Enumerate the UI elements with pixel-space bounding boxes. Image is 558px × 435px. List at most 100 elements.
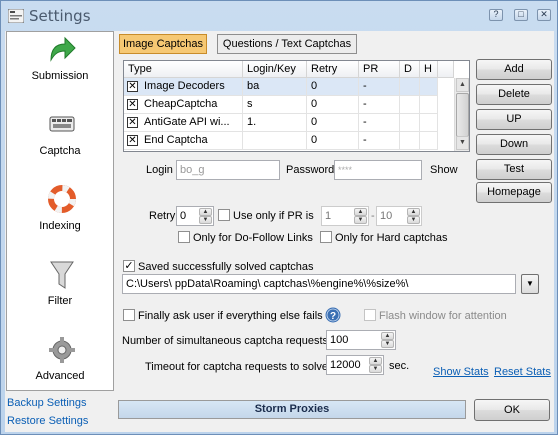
maximize-button[interactable]: □	[514, 9, 528, 21]
table-row[interactable]: ✕AntiGate API wi... 1. 0 -	[124, 114, 453, 132]
column-header-type[interactable]: Type	[124, 61, 243, 78]
status-progress-bar: Storm Proxies	[118, 400, 466, 419]
scroll-down-icon[interactable]: ▼	[456, 136, 469, 150]
add-button[interactable]: Add	[476, 59, 552, 80]
down-button[interactable]: Down	[476, 134, 552, 155]
sidebar-item-advanced[interactable]: Advanced	[7, 332, 113, 404]
homepage-button[interactable]: Homepage	[476, 182, 552, 203]
finally-ask-checkbox[interactable]	[123, 309, 135, 321]
row-pr: -	[359, 132, 400, 150]
sidebar-item-submission[interactable]: Submission	[7, 32, 113, 104]
simultaneous-value: 100	[330, 334, 349, 346]
use-only-pr-checkbox[interactable]	[218, 209, 230, 221]
column-header-filler	[438, 61, 454, 78]
sidebar-item-filter[interactable]: Filter	[7, 257, 113, 329]
saved-captchas-checkbox[interactable]: ✓	[123, 260, 135, 272]
window-title: Settings	[29, 7, 91, 25]
sidebar-item-captcha[interactable]: Captcha	[7, 107, 113, 179]
row-enabled-checkbox[interactable]: ✕	[127, 117, 138, 128]
client-area: Submission Captcha Indexing	[5, 31, 554, 432]
timeout-spinbox[interactable]: 12000 ▲▼	[326, 355, 384, 375]
chevron-down-icon[interactable]: ▼	[199, 216, 212, 224]
retry-value: 0	[180, 210, 187, 222]
row-login: s	[243, 96, 307, 114]
chevron-up-icon[interactable]: ▲	[381, 332, 394, 340]
scroll-thumb[interactable]	[456, 93, 469, 137]
show-stats-link[interactable]: Show Stats	[433, 366, 489, 378]
column-header-pr[interactable]: PR	[359, 61, 400, 78]
row-enabled-checkbox[interactable]: ✕	[127, 135, 138, 146]
chevron-up-icon[interactable]: ▲	[407, 208, 420, 216]
column-header-h[interactable]: H	[420, 61, 438, 78]
dofollow-checkbox[interactable]	[178, 231, 190, 243]
chevron-down-icon[interactable]: ▼	[354, 216, 367, 224]
backup-settings-link[interactable]: Backup Settings	[7, 397, 87, 409]
flash-window-checkbox[interactable]	[364, 309, 376, 321]
reset-stats-link[interactable]: Reset Stats	[494, 366, 551, 378]
sidebar-item-label: Filter	[47, 295, 73, 307]
row-enabled-checkbox[interactable]: ✕	[127, 81, 138, 92]
column-header-d[interactable]: D	[400, 61, 420, 78]
chevron-down-icon[interactable]: ▼	[521, 274, 539, 294]
table-row[interactable]: ✕CheapCaptcha s 0 -	[124, 96, 453, 114]
chevron-down-icon[interactable]: ▼	[407, 216, 420, 224]
column-header-login[interactable]: Login/Key	[243, 61, 307, 78]
row-d	[400, 114, 420, 132]
use-only-pr-label: Use only if PR is	[233, 210, 314, 222]
test-button[interactable]: Test	[476, 159, 552, 180]
row-pr: -	[359, 114, 400, 132]
close-button[interactable]: ✕	[537, 9, 551, 21]
row-h	[420, 114, 438, 132]
pr-min-spinner[interactable]: ▲▼	[354, 208, 367, 224]
sidebar-item-label: Advanced	[35, 370, 85, 382]
funnel-icon	[50, 261, 74, 289]
login-label: Login	[146, 164, 173, 176]
pr-min-value: 1	[325, 210, 332, 222]
tab-questions-text-captchas[interactable]: Questions / Text Captchas	[217, 34, 357, 54]
captcha-save-path-field[interactable]: C:\Users\ ppData\Roaming\ captchas\%engi…	[122, 274, 516, 294]
table-row[interactable]: ✕Image Decoders ba 0 -	[124, 78, 453, 96]
pr-min-spinbox[interactable]: 1 ▲▼	[321, 206, 369, 226]
password-field[interactable]: ****	[334, 160, 422, 180]
row-d	[400, 132, 420, 150]
password-label: Password	[286, 164, 335, 176]
up-button[interactable]: UP	[476, 109, 552, 130]
chevron-up-icon[interactable]: ▲	[199, 208, 212, 216]
delete-button[interactable]: Delete	[476, 84, 552, 105]
table-row[interactable]: ✕End Captcha 0 -	[124, 132, 453, 150]
timeout-spinner[interactable]: ▲▼	[369, 357, 382, 373]
row-type: ✕ Image Decoders	[124, 78, 243, 96]
row-d	[400, 96, 420, 114]
table-scrollbar[interactable]: ▲ ▼	[454, 78, 469, 151]
ok-button[interactable]: OK	[474, 399, 550, 421]
help-icon[interactable]: ?	[325, 307, 341, 323]
sidebar-item-indexing[interactable]: Indexing	[7, 182, 113, 254]
pr-max-spinner[interactable]: ▲▼	[407, 208, 420, 224]
row-login: 1.	[243, 114, 307, 132]
chevron-down-icon[interactable]: ▼	[369, 365, 382, 373]
scroll-up-icon[interactable]: ▲	[456, 78, 469, 92]
chevron-up-icon[interactable]: ▲	[354, 208, 367, 216]
retry-spinner[interactable]: ▲▼	[199, 208, 212, 224]
show-password-label[interactable]: Show	[430, 164, 458, 176]
column-header-retry[interactable]: Retry	[307, 61, 359, 78]
simultaneous-requests-spinbox[interactable]: 100 ▲▼	[326, 330, 396, 350]
sidebar-item-label: Submission	[31, 70, 89, 82]
pr-max-spinbox[interactable]: 10 ▲▼	[376, 206, 422, 226]
sidebar-item-label: Indexing	[39, 220, 81, 232]
saved-captchas-label: Saved successfully solved captchas	[138, 261, 314, 273]
sidebar-item-label: Captcha	[39, 145, 81, 157]
retry-spinbox[interactable]: 0 ▲▼	[176, 206, 214, 226]
help-title-button[interactable]: ?	[489, 9, 503, 21]
login-field[interactable]: bo_g	[176, 160, 280, 180]
pr-max-value: 10	[380, 210, 393, 222]
simultaneous-spinner[interactable]: ▲▼	[381, 332, 394, 348]
restore-settings-link[interactable]: Restore Settings	[7, 415, 89, 427]
row-type-text: Image Decoders	[144, 80, 225, 92]
chevron-down-icon[interactable]: ▼	[381, 340, 394, 348]
chevron-up-icon[interactable]: ▲	[369, 357, 382, 365]
tab-image-captchas[interactable]: Image Captchas	[119, 34, 207, 54]
hard-captchas-checkbox[interactable]	[320, 231, 332, 243]
row-enabled-checkbox[interactable]: ✕	[127, 99, 138, 110]
